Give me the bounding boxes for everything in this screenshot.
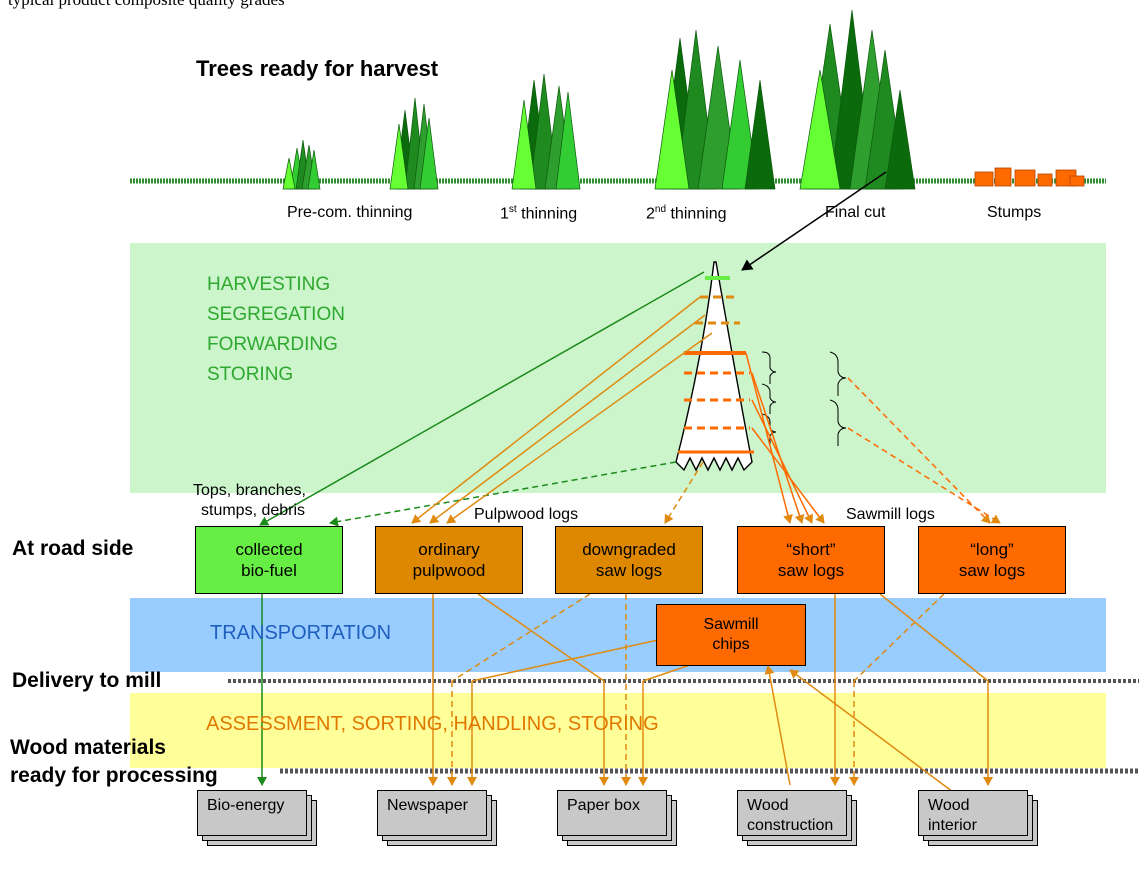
stand-label-first: 1st thinning bbox=[500, 204, 578, 223]
label-delivery: Delivery to mill bbox=[12, 669, 162, 692]
label-sawmill-logs: Sawmill logs bbox=[846, 506, 935, 523]
stage-list: HARVESTING SEGREGATION FORWARDING STORIN… bbox=[207, 270, 345, 390]
product-newspaper: Newspaper bbox=[377, 790, 497, 846]
stage-segregation: SEGREGATION bbox=[207, 304, 345, 325]
label-pulpwood-logs: Pulpwood logs bbox=[474, 506, 579, 523]
harvesting-band bbox=[130, 243, 1106, 493]
assessment-band bbox=[130, 693, 1106, 768]
transportation-band bbox=[130, 598, 1106, 672]
stumps-graphic bbox=[974, 167, 1085, 187]
assessment-label: ASSESSMENT, SORTING, HANDLING, STORING bbox=[206, 713, 659, 735]
trees-precom bbox=[282, 139, 321, 190]
stand-label-second: 2nd thinning bbox=[646, 204, 727, 223]
stem-outline bbox=[675, 261, 753, 472]
transportation-label: TRANSPORTATION bbox=[210, 622, 392, 644]
stage-forwarding: FORWARDING bbox=[207, 334, 338, 355]
assortment-short-saw-logs: “short”saw logs bbox=[737, 526, 885, 594]
stand-label-stumps: Stumps bbox=[987, 204, 1042, 221]
product-bio-energy: Bio-energy bbox=[197, 790, 317, 846]
trees-second bbox=[511, 73, 581, 190]
stand-label-precom: Pre-com. thinning bbox=[287, 204, 413, 221]
label-wood-materials: Wood materials bbox=[10, 736, 166, 759]
label-ready-processing: ready for processing bbox=[10, 764, 218, 787]
top-caption: typical product composite quality grades bbox=[8, 0, 285, 10]
label-at-road-side: At road side bbox=[12, 537, 134, 560]
label-tops-2: stumps, debris bbox=[201, 502, 306, 519]
label-tops: Tops, branches, bbox=[193, 482, 306, 499]
stage-storing: STORING bbox=[207, 364, 294, 385]
product-paper-box: Paper box bbox=[557, 790, 677, 846]
stage-harvesting: HARVESTING bbox=[207, 274, 331, 295]
trees-final bbox=[654, 9, 916, 190]
assortment-long-saw-logs: “long”saw logs bbox=[918, 526, 1066, 594]
trees-first bbox=[389, 97, 439, 190]
harvest-title: Trees ready for harvest bbox=[196, 56, 439, 81]
stand-label-final: Final cut bbox=[825, 204, 886, 221]
